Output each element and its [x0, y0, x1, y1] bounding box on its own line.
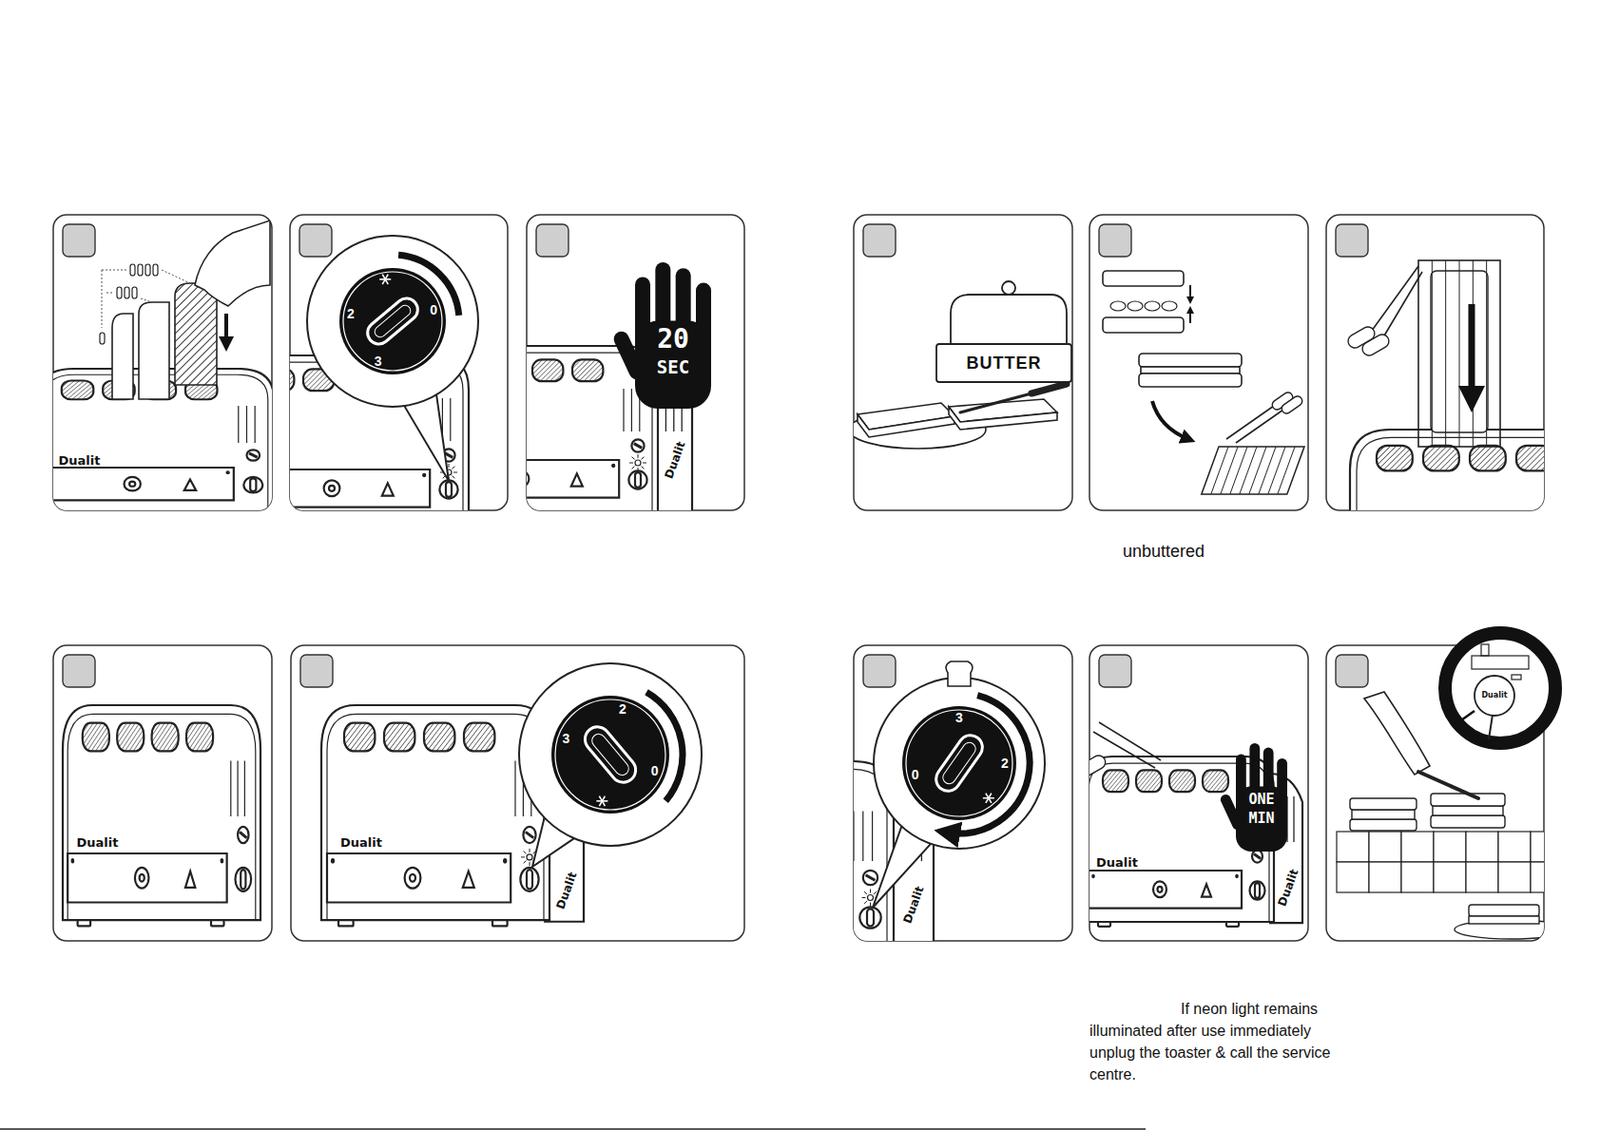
- brand-logo: Dualit: [57, 454, 100, 467]
- dial-callout: [519, 663, 702, 868]
- panel-frame: [1089, 214, 1309, 511]
- symbol-text: BUTTER: [966, 354, 1042, 372]
- dial-number: 0: [429, 303, 438, 317]
- step-number: [1098, 224, 1132, 257]
- panel-frame: [53, 645, 272, 942]
- toaster: [526, 346, 693, 511]
- step-number: [863, 224, 896, 257]
- caption-text: unbuttered: [1122, 542, 1205, 560]
- warning-note: If neon light remains illuminated after …: [1089, 998, 1339, 1086]
- dial-number: 3: [374, 354, 383, 368]
- dial-number: 3: [955, 711, 964, 725]
- toaster: [62, 705, 261, 926]
- symbol-text: ONE: [1248, 792, 1274, 808]
- neon-light: [629, 454, 647, 472]
- dial-callout: [872, 677, 1045, 908]
- panel-frame: [1326, 645, 1544, 942]
- step-number: [863, 655, 896, 688]
- snowflake-symbol: [596, 796, 608, 807]
- hand-symbol: [1218, 743, 1288, 852]
- toast-icon: [945, 661, 973, 687]
- symbol-text: 20: [656, 326, 690, 353]
- panel-illustration: [1102, 270, 1305, 495]
- panel-illustration: [1089, 722, 1303, 927]
- toaster: [1349, 429, 1544, 511]
- dial-number: 3: [561, 732, 570, 746]
- brand-logo: Dualit: [76, 836, 118, 849]
- dial-number: 2: [1001, 756, 1009, 771]
- step-number: [62, 224, 96, 257]
- snowflake-symbol: [983, 793, 995, 804]
- brand-logo: Dualit: [1275, 867, 1300, 908]
- symbol-text: MIN: [1248, 811, 1274, 827]
- brand-logo: Dualit: [554, 870, 579, 911]
- brand-logo: Dualit: [1481, 692, 1507, 700]
- step-number: [299, 224, 332, 257]
- panel-illustration: [1346, 260, 1544, 511]
- brand-logo: Dualit: [662, 440, 687, 481]
- step-number: [1098, 655, 1132, 688]
- brand-logo: Dualit: [901, 884, 926, 925]
- panel-frame: [853, 214, 1073, 511]
- snowflake-symbol: [379, 274, 391, 285]
- dial-number: 2: [618, 702, 627, 716]
- footer-rule: [0, 1129, 1146, 1130]
- dial-number: 2: [346, 307, 355, 321]
- panel-illustration: [853, 661, 1045, 942]
- panel-illustration: [526, 262, 712, 511]
- step-number: [62, 655, 96, 688]
- plug-callout: [1445, 633, 1556, 744]
- panel-illustration: [62, 705, 261, 926]
- step-number: [536, 224, 569, 257]
- hand-symbol: [611, 262, 712, 409]
- step-number: [1335, 655, 1369, 688]
- symbol-text: SEC: [656, 358, 690, 377]
- dial-number: 0: [911, 768, 920, 782]
- dial-callout: [307, 235, 479, 482]
- panel-illustration: [853, 281, 1072, 449]
- brand-logo: Dualit: [1096, 856, 1138, 869]
- panel-illustration: [321, 663, 702, 926]
- step-number: [1335, 224, 1369, 257]
- dial-number: 0: [651, 764, 659, 778]
- step-number: [300, 655, 333, 688]
- panel-illustration: [289, 235, 479, 511]
- brand-logo: Dualit: [340, 836, 383, 849]
- panel-illustration: [53, 220, 272, 511]
- panel-frame: [290, 645, 745, 942]
